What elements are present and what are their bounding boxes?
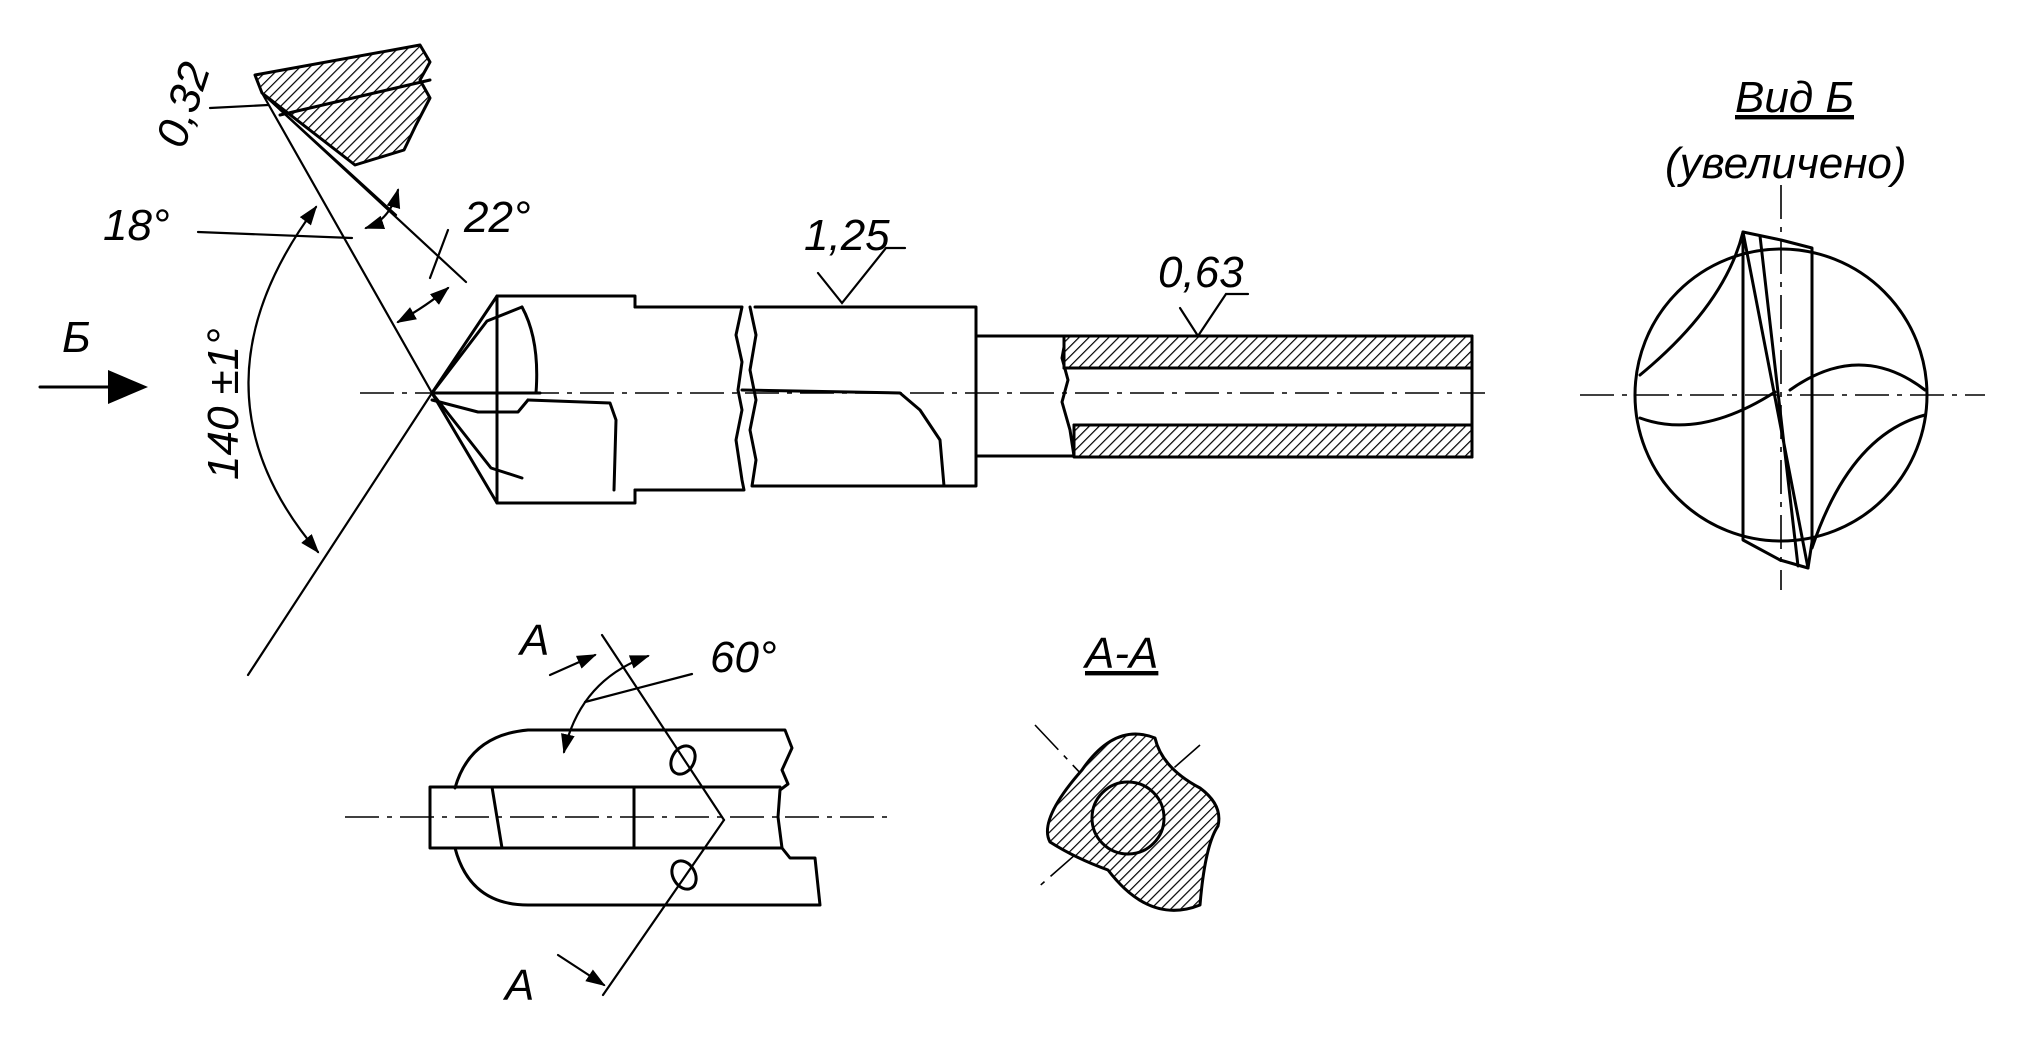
- section-arrow-bottom: [556, 953, 606, 987]
- roughness-063-mark: [1178, 292, 1250, 339]
- view-b-web: [1741, 230, 1814, 570]
- label-view-b-arrow: Б: [62, 313, 91, 362]
- lower-body-outline: [453, 728, 822, 907]
- label-roughness-032: 0,32: [147, 56, 220, 153]
- label-angle-22: 22°: [463, 193, 531, 242]
- view-b-note: (увеличено): [1665, 139, 1907, 188]
- point-edge-upper: [260, 91, 434, 395]
- roughness-125-mark: [816, 246, 907, 305]
- dim-22-ext: [428, 228, 450, 280]
- lower-detail: А А 60°: [345, 616, 895, 1010]
- label-point-angle: 140 ±1°: [199, 328, 248, 480]
- dim-60-arc: [561, 654, 650, 754]
- label-roughness-063: 0,63: [1158, 248, 1244, 297]
- hole-upper: [669, 744, 697, 776]
- label-section-a-bottom: А: [502, 961, 534, 1010]
- view-b-title: Вид Б: [1735, 73, 1854, 122]
- shank-section-lower: [1072, 423, 1474, 459]
- view-b: Вид Б (увеличено): [1580, 73, 1985, 590]
- view-b-arrow-head: [108, 370, 148, 404]
- view-b-outline: [1633, 247, 1929, 543]
- dim-18-arc: [364, 188, 401, 230]
- section-arrow-top: [548, 653, 597, 677]
- dim-60-ext: [583, 672, 694, 704]
- shank-section-upper: [1062, 334, 1474, 370]
- section-shape: [1045, 732, 1221, 912]
- label-angle-60: 60°: [710, 633, 777, 682]
- drill-shank: [974, 334, 1474, 459]
- dim-18-leader: [196, 230, 354, 240]
- dim-22-arc: [396, 286, 450, 324]
- label-angle-18: 18°: [103, 201, 170, 250]
- leader-032: [208, 103, 270, 110]
- insert-detail: [253, 43, 468, 284]
- drill-body: [633, 305, 978, 492]
- point-edge-lower: [246, 391, 434, 677]
- label-roughness-125: 1,25: [804, 211, 890, 260]
- section-diag-2: [1034, 744, 1201, 891]
- drill-tip: [430, 294, 637, 505]
- dim-140-arc: [247, 205, 320, 554]
- hole-lower: [670, 859, 698, 891]
- main-view: 0,32 18° 22° 1,25 0,63 Б 140 ±1°: [38, 43, 1485, 677]
- section-a-a: А-А: [1034, 629, 1221, 912]
- section-line: [600, 633, 726, 822]
- label-section-a-top: А: [517, 616, 549, 665]
- insert-facet-line: [278, 78, 432, 117]
- section-bore: [1090, 780, 1166, 856]
- section-title: А-А: [1082, 629, 1158, 678]
